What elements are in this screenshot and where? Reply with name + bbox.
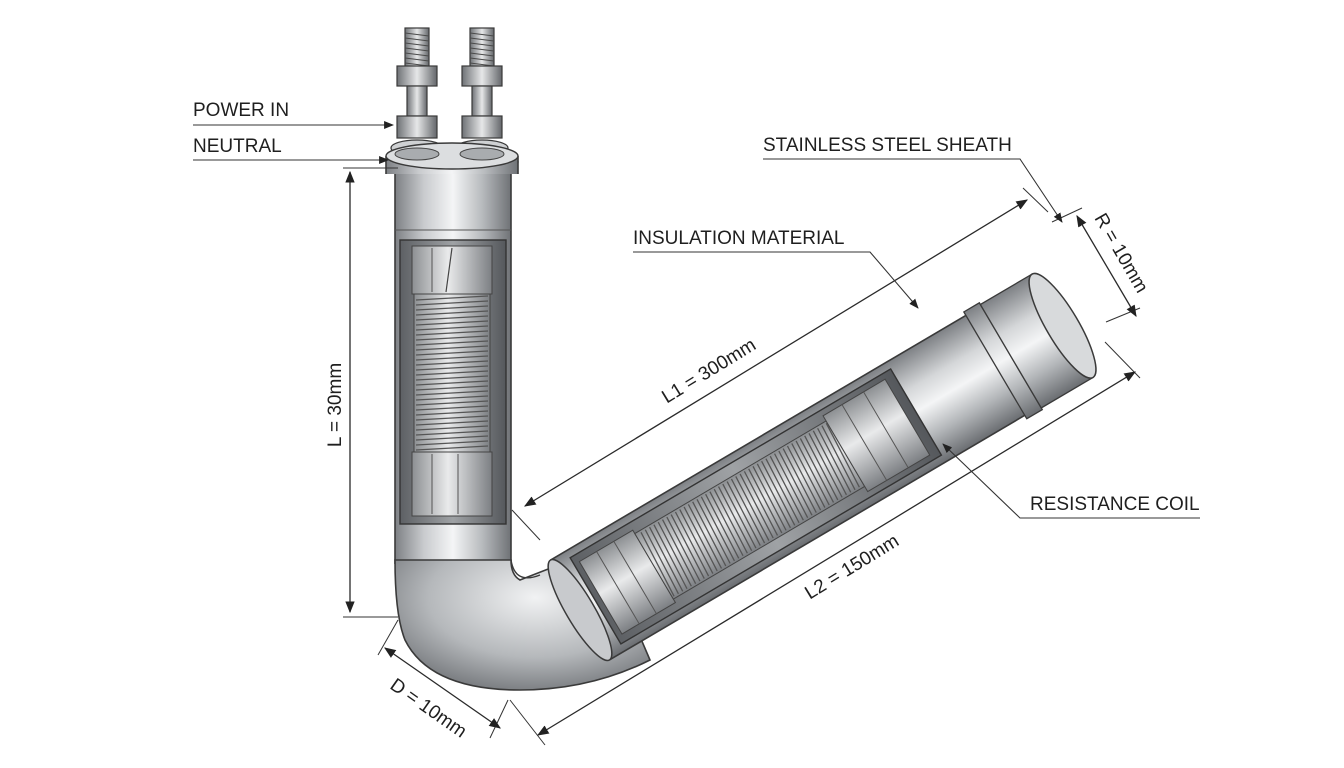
coil-winding [415,420,489,426]
coil-winding [415,350,489,356]
power-in-label: POWER IN [193,100,289,121]
coil-winding [415,385,489,391]
coil-winding [415,325,489,331]
coil-winding [415,330,489,336]
neutral-label: NEUTRAL [193,136,282,157]
vertical-cutaway [399,239,507,525]
coil-winding [415,360,489,366]
coil-winding [415,400,489,406]
coil-winding [415,430,489,436]
coil-winding [415,340,489,346]
coil-winding [415,395,489,401]
coil-winding [415,380,489,386]
dimension-l2-label: L2 = 150mm [801,531,902,604]
coil-winding [415,370,489,376]
coil-winding [415,445,489,451]
coil-winding [415,440,489,446]
callout-insulation: INSULATION MATERIAL [633,228,919,309]
dimension-l: L = 30mm [325,167,398,618]
dimension-l1-label: L1 = 300mm [658,335,759,408]
resistance-coil-label: RESISTANCE COIL [1030,494,1200,515]
coil-winding [415,405,489,411]
coil-winding [415,415,489,421]
coil-winding [415,375,489,381]
coil-winding [415,295,489,301]
callout-stainless-sheath: STAINLESS STEEL SHEATH [763,135,1063,223]
coil-winding [415,300,489,306]
terminal-left [390,27,444,157]
coil-winding [415,390,489,396]
head-flange [385,142,519,177]
dimension-l-label: L = 30mm [325,363,346,447]
coil-winding [415,425,489,431]
insulation-label: INSULATION MATERIAL [633,228,845,249]
coil-winding [415,345,489,351]
callout-neutral: NEUTRAL [193,136,389,164]
coil-winding [415,335,489,341]
coil-winding [415,410,489,416]
coil-winding [415,305,489,311]
coil-winding [415,315,489,321]
coil-winding [415,435,489,441]
coil-winding [415,365,489,371]
stainless-sheath-label: STAINLESS STEEL SHEATH [763,135,1012,156]
terminal-right [455,27,509,157]
callout-resistance-coil: RESISTANCE COIL [942,443,1200,519]
coil-winding [415,355,489,361]
callout-power-in: POWER IN [193,100,394,129]
coil-winding [415,320,489,326]
coil-winding [415,310,489,316]
dimension-d-label: D = 10mm [386,675,470,743]
